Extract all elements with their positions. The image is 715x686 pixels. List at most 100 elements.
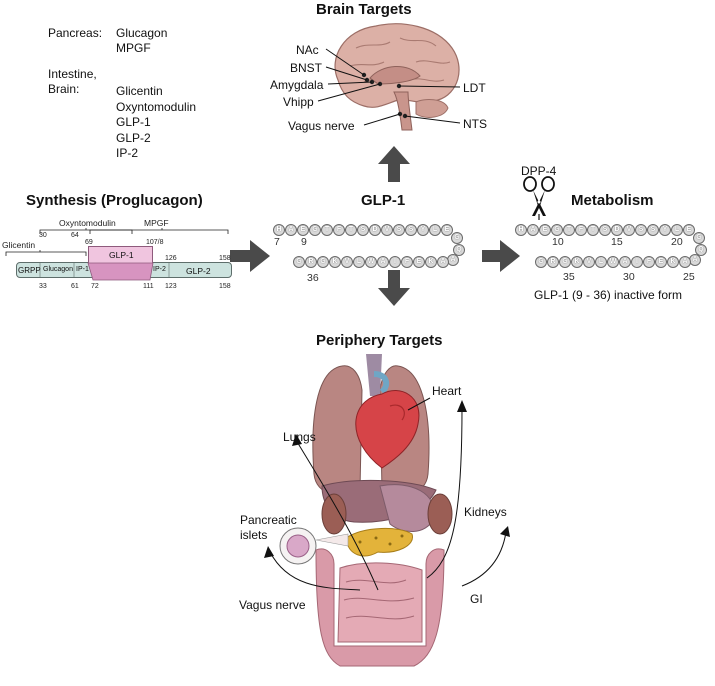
- glp1-residue: F: [333, 224, 345, 236]
- pos-158-top: 158: [219, 255, 231, 262]
- label-nts: NTS: [463, 117, 487, 131]
- label-ldt: LDT: [463, 81, 486, 95]
- metabolism-residue: L: [671, 224, 683, 236]
- small-intestine: [337, 562, 423, 643]
- arrow-down-to-periphery: [378, 270, 410, 306]
- arrow-right-metabolism: [482, 240, 520, 272]
- nts-dot: [402, 113, 408, 119]
- right-kidney: [427, 493, 453, 535]
- intestine-product: GLP-2: [116, 130, 151, 145]
- metabolism-residue: S: [635, 224, 647, 236]
- glp1-residue: E: [297, 224, 309, 236]
- metabolism-residue: F: [643, 256, 655, 268]
- metabolism-residue: A: [527, 224, 539, 236]
- label-amygdala: Amygdala: [270, 78, 324, 92]
- pos-107: 107/8: [146, 239, 164, 246]
- intestine-product: Oxyntomodulin: [116, 99, 197, 114]
- pancreas-product: MPGF: [116, 41, 151, 55]
- metabolism-title: Metabolism: [571, 192, 654, 209]
- bnst-dot: [364, 77, 370, 83]
- metabolism-residue: E: [539, 224, 551, 236]
- metabolism-residue: W: [607, 256, 619, 268]
- glp1-residue: F: [401, 256, 413, 268]
- metabolism-residue: G: [559, 256, 571, 268]
- glp1-residue: R: [305, 256, 317, 268]
- glp1-residue: T: [321, 224, 333, 236]
- glp1-num-9: 9: [301, 236, 307, 248]
- glp1-title: GLP-1: [361, 192, 406, 209]
- label-heart: Heart: [432, 384, 462, 398]
- label-vagus-brain: Vagus nerve: [288, 119, 355, 133]
- segment-glp2: GLP-2: [186, 266, 211, 276]
- glp1-residue: E: [413, 256, 425, 268]
- met-num-25: 25: [683, 271, 695, 283]
- arrow-right-synthesis: [230, 240, 270, 272]
- glp1-residue: V: [381, 224, 393, 236]
- label-vagus-periphery: Vagus nerve: [239, 598, 306, 612]
- pos-69: 69: [85, 239, 93, 246]
- periphery-title: Periphery Targets: [316, 332, 443, 349]
- metabolism-residue: A: [619, 256, 631, 268]
- label-kidneys: Kidneys: [464, 505, 507, 519]
- met-num-30: 30: [623, 271, 635, 283]
- bracket-glicentin-label: Glicentin: [2, 240, 36, 250]
- metabolism-residue: R: [547, 256, 559, 268]
- metabolism-residue: S: [647, 224, 659, 236]
- pos-158-bottom: 158: [219, 283, 231, 290]
- glp1-residue: K: [425, 256, 437, 268]
- metabolism-residue: L: [595, 256, 607, 268]
- glp1-residue: E: [441, 224, 453, 236]
- scissors-icon: [523, 176, 555, 220]
- pos-111: 111: [143, 283, 154, 290]
- segment-ip2: IP-2: [153, 266, 166, 273]
- label-bnst: BNST: [290, 61, 323, 75]
- glp1-residue: K: [329, 256, 341, 268]
- ldt-dot: [396, 83, 402, 89]
- met-num-20: 20: [671, 236, 683, 248]
- dpp4-label: DPP-4: [521, 164, 557, 178]
- bracket-oxyntomodulin-label: Oxyntomodulin: [59, 218, 116, 228]
- intestine-product: IP-2: [116, 146, 139, 160]
- pancreas-label: Pancreas:: [48, 26, 103, 40]
- segment-glp1: GLP-1: [109, 250, 134, 260]
- metabolism-residue: D: [611, 224, 623, 236]
- pancreas-product: Glucagon: [116, 26, 168, 40]
- pos-72: 72: [91, 283, 99, 290]
- amygdala-dot: [369, 79, 375, 85]
- pos-33: 33: [39, 283, 47, 290]
- intestine-brain-label: Intestine, Brain:: [48, 67, 97, 96]
- metabolism-residue: S: [599, 224, 611, 236]
- met-num-35: 35: [563, 271, 575, 283]
- pos-123: 123: [165, 283, 177, 290]
- metabolism-residue: H: [515, 224, 527, 236]
- metabolism-residue: T: [563, 224, 575, 236]
- intestine-product: GLP-1: [116, 115, 151, 129]
- metabolism-residue: Q: [695, 244, 707, 256]
- glp1-residue: A: [285, 224, 297, 236]
- glp1-residue: G: [317, 256, 329, 268]
- cerebellum: [415, 99, 449, 118]
- left-kidney: [321, 493, 347, 535]
- intestine-product: Glicentin: [116, 84, 163, 98]
- glp1-residue: A: [437, 256, 449, 268]
- metabolism-residue: K: [667, 256, 679, 268]
- metabolism-residue: G: [693, 232, 705, 244]
- glp1-residue: S: [393, 224, 405, 236]
- glp1-residue: G: [451, 232, 463, 244]
- glp1-residue: A: [377, 256, 389, 268]
- metabolism-residue: V: [623, 224, 635, 236]
- pancreas: [345, 527, 413, 557]
- segment-ip1: IP-1: [76, 266, 89, 273]
- inactive-form-caption: GLP-1 (9 - 36) inactive form: [534, 288, 683, 302]
- glp1-residue: T: [345, 224, 357, 236]
- segment-grpp: GRPP: [18, 266, 41, 275]
- vagus-dot: [397, 111, 403, 117]
- metabolism-residue: K: [571, 256, 583, 268]
- glp1-residue: Q: [453, 244, 465, 256]
- pos-61: 61: [71, 283, 79, 290]
- pos-126: 126: [165, 255, 177, 262]
- glp1-residue: G: [309, 224, 321, 236]
- metabolism-residue: I: [631, 256, 643, 268]
- left-lung: [312, 365, 363, 496]
- metabolism-residue: Y: [659, 224, 671, 236]
